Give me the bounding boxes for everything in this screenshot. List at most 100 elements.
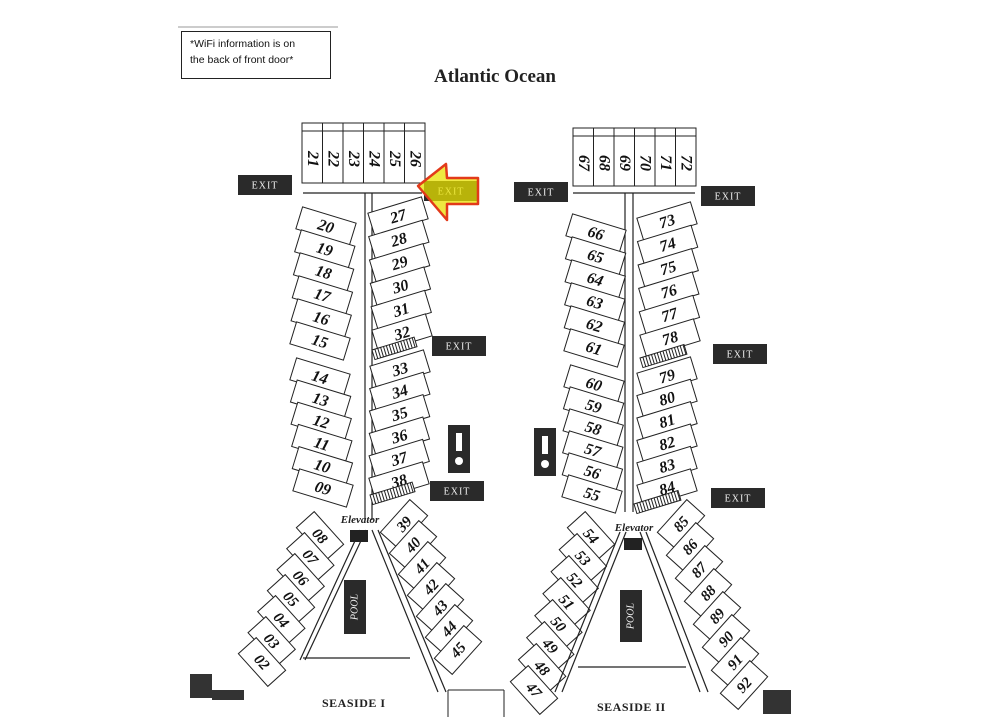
unit-13: 13 [289, 379, 352, 420]
unit-69: 69 [616, 155, 633, 171]
exit-1-mid: EXIT [432, 336, 486, 356]
unit-79: 79 [636, 356, 698, 396]
stair-step [395, 486, 400, 497]
stair-step [656, 352, 661, 363]
unit-49: 49 [525, 620, 575, 672]
unit-14: 14 [289, 357, 351, 397]
building-name-seaside-2: SEASIDE II [597, 700, 666, 714]
unit-71: 71 [657, 155, 674, 171]
stair-step [682, 344, 687, 355]
unit-number: 82 [657, 434, 677, 455]
stair-step [659, 495, 664, 506]
unit-box [289, 321, 351, 361]
stair-step [383, 490, 388, 501]
unit-89: 89 [692, 590, 742, 642]
exit-1-bottom: EXIT [430, 481, 484, 501]
unit-number: 60 [584, 374, 604, 395]
unit-83: 83 [636, 445, 698, 486]
exit-sign-box [701, 186, 755, 206]
unit-number: 33 [389, 359, 410, 380]
unit-number: 12 [311, 412, 331, 433]
unit-number: 30 [390, 277, 411, 298]
unit-number: 55 [582, 484, 602, 505]
stair-step [398, 486, 403, 496]
stair-step [636, 502, 641, 513]
unit-18: 18 [292, 252, 355, 292]
elevator-2 [624, 538, 642, 550]
stair-step [644, 500, 649, 511]
unit-number: 57 [582, 440, 603, 461]
wifi-note-line-2: the back of front door* [190, 54, 294, 66]
unit-number: 37 [388, 449, 410, 471]
unit-34: 34 [369, 371, 431, 412]
unit-number: 74 [658, 235, 678, 256]
unit-number: 36 [389, 427, 410, 448]
keypad-button [541, 460, 549, 468]
stair-step [380, 347, 385, 358]
exit-sign-box [432, 336, 486, 356]
keypad-2 [534, 428, 556, 476]
exit-sign-box [711, 488, 765, 508]
unit-73: 73 [636, 201, 698, 241]
stair-step [392, 487, 397, 498]
stairs-2b [633, 489, 682, 515]
unit-88: 88 [683, 567, 733, 619]
wing-line-1c [371, 529, 439, 693]
pool-1 [344, 580, 366, 634]
stair-step [397, 341, 402, 352]
unit-47: 47 [509, 664, 559, 716]
unit-number: 28 [388, 230, 409, 251]
unit-number: 35 [389, 404, 410, 425]
stair-step [411, 337, 416, 348]
stair-step [665, 349, 670, 360]
stair-step [648, 355, 653, 366]
exit-sign-box [238, 175, 292, 195]
wing-line-2b [561, 531, 627, 693]
unit-number: 31 [390, 300, 411, 321]
wifi-note: *WiFi information is on the back of fron… [181, 31, 331, 79]
exit-sign-label: EXIT [446, 342, 473, 353]
stair-step [375, 493, 380, 503]
unit-box [509, 664, 559, 716]
exit-sign-box [430, 481, 484, 501]
stair-step [665, 494, 669, 505]
stair-step [667, 493, 672, 504]
stair-step [676, 490, 681, 501]
stair-step [662, 495, 667, 505]
unit-26: 26 [406, 150, 423, 167]
stair-step [679, 345, 684, 356]
unit-72-box [675, 127, 697, 187]
stair-step [408, 338, 413, 349]
unit-30: 30 [369, 266, 432, 307]
stair-step [642, 501, 647, 512]
keypad-1 [448, 425, 470, 473]
stair-step [394, 342, 399, 353]
stair-step [391, 343, 396, 354]
exit-2-bottom: EXIT [711, 488, 765, 508]
unit-55: 55 [561, 474, 623, 514]
unit-number: 58 [583, 418, 603, 439]
unit-number: 73 [657, 211, 677, 232]
keypad-slot [456, 433, 462, 451]
stair-step [388, 344, 393, 355]
unit-number: 66 [586, 223, 606, 244]
unit-number: 27 [387, 206, 409, 228]
highlight-arrow [416, 162, 480, 222]
wing-line-1b [304, 529, 367, 661]
wing-line-1d [377, 529, 447, 693]
unit-45: 45 [433, 624, 483, 676]
unit-number: 15 [310, 331, 330, 352]
unit-number: 19 [314, 239, 334, 260]
stair-step [400, 341, 405, 351]
stair-step [405, 339, 410, 350]
pool-label-1: POOL [350, 594, 361, 622]
stair-step [378, 492, 383, 503]
stair-step [401, 485, 405, 496]
unit-21: 21 [304, 150, 321, 167]
unit-68: 68 [595, 155, 612, 171]
unit-number: 64 [585, 269, 605, 290]
stairs-2a [639, 343, 688, 369]
unit-box [719, 659, 769, 711]
unit-67: 67 [575, 155, 592, 172]
